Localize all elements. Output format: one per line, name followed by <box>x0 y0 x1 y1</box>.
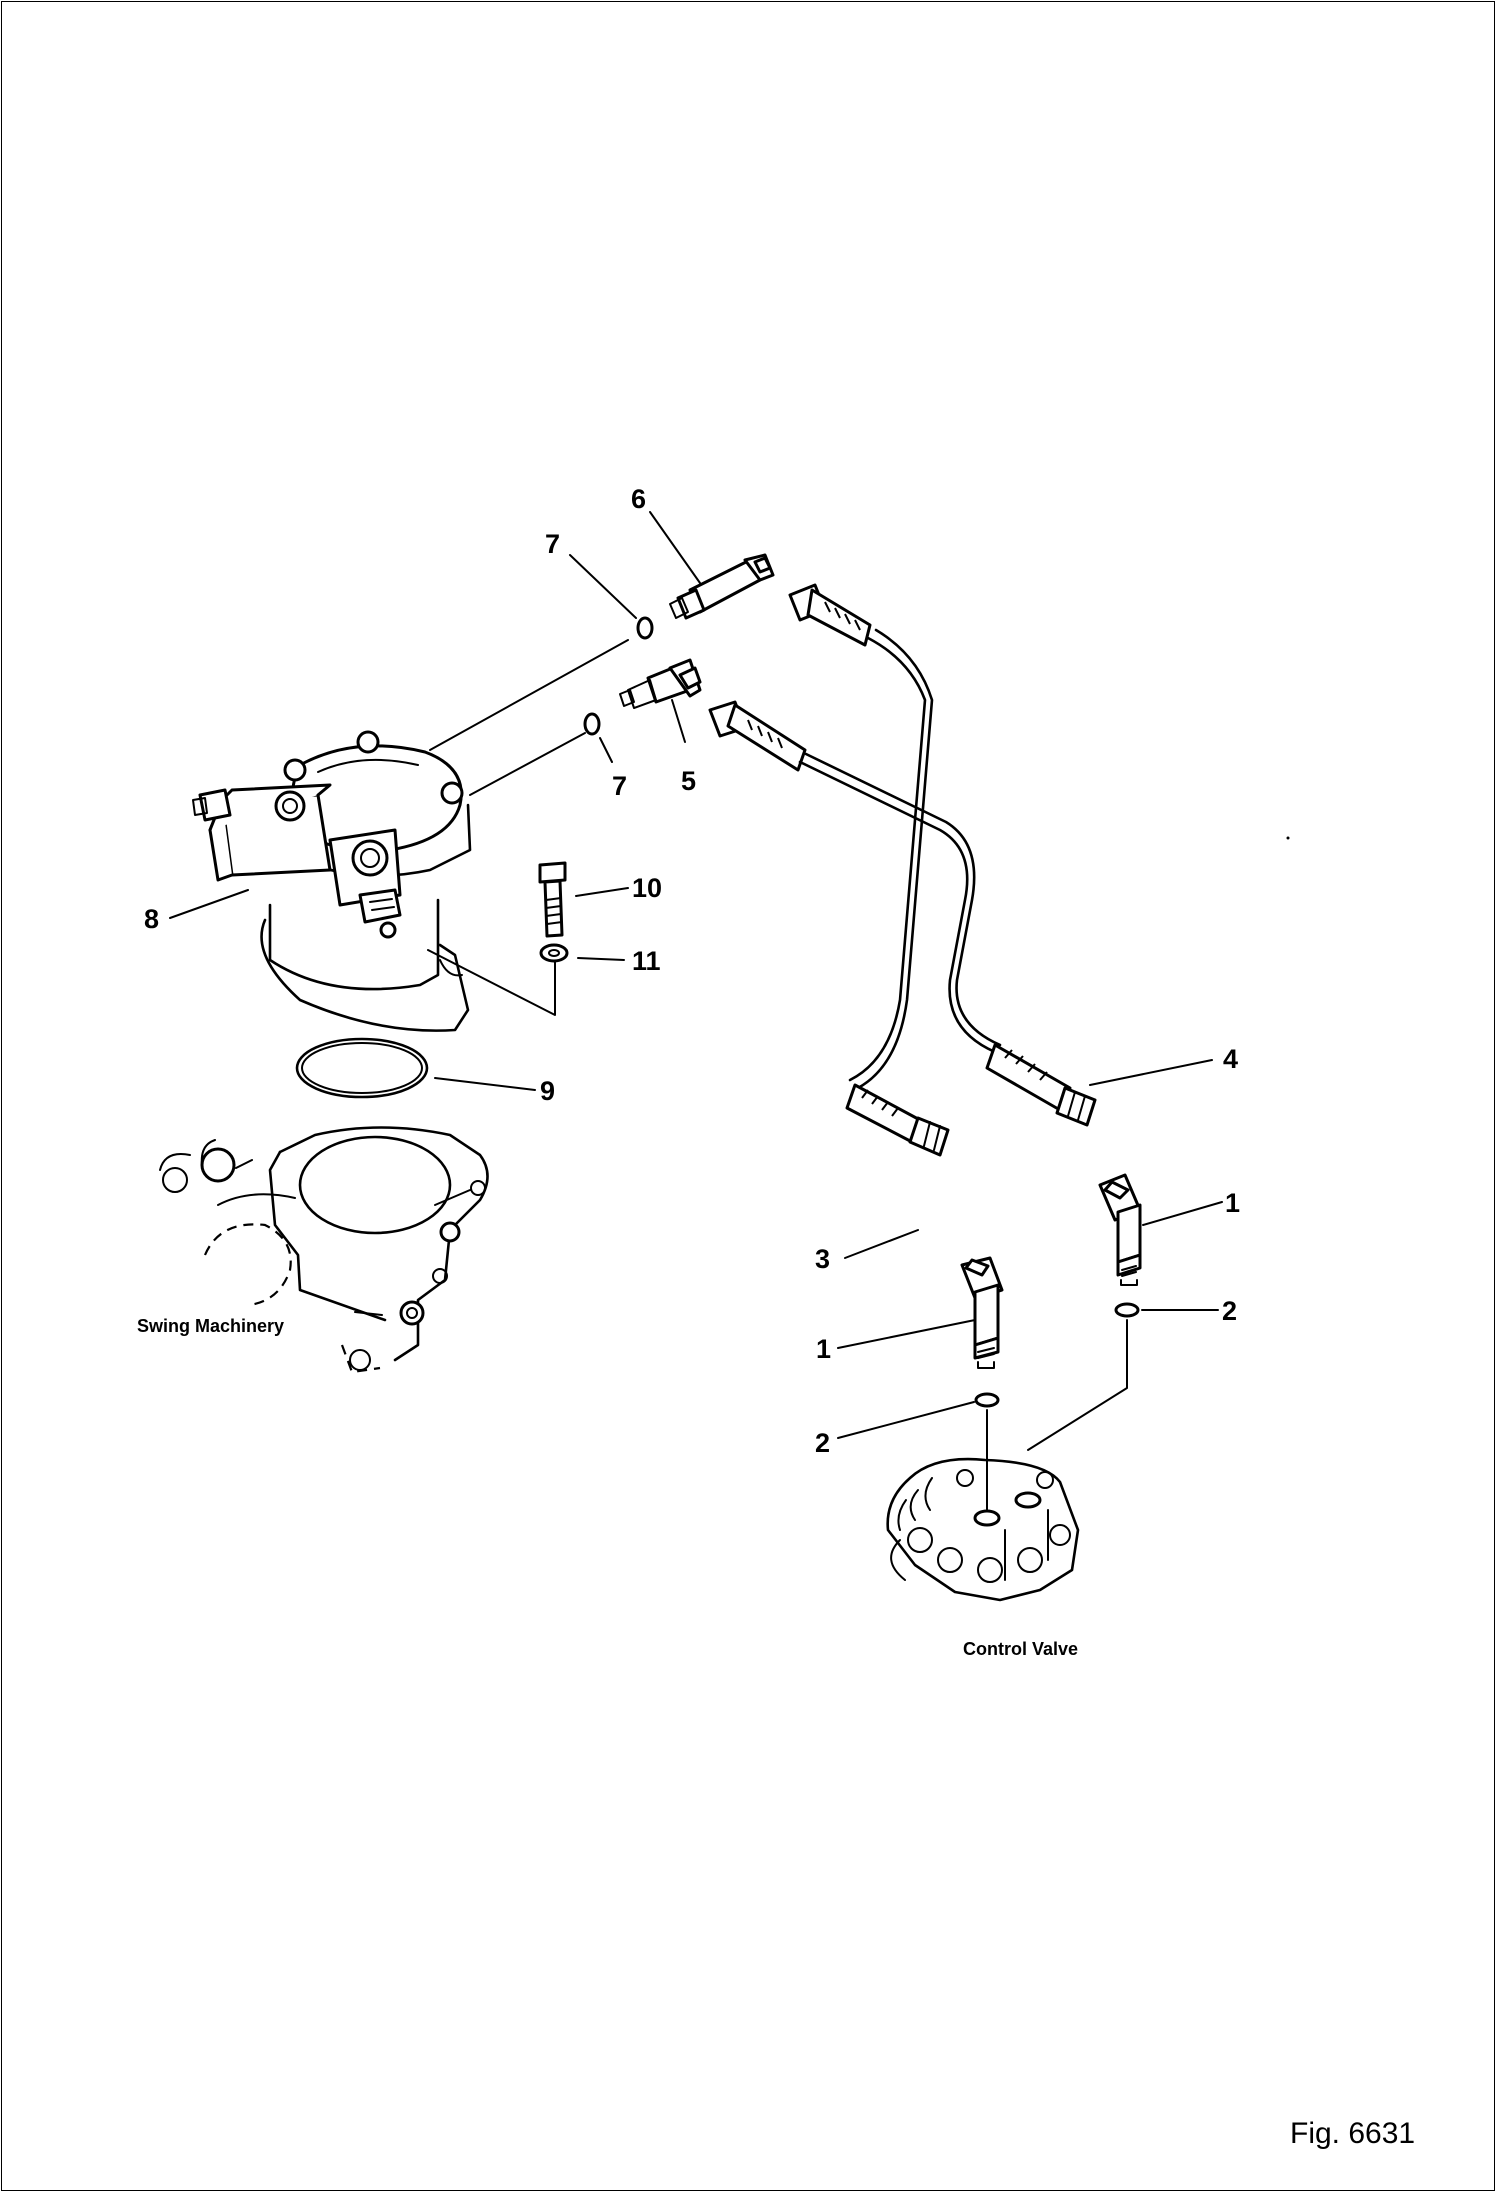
bolt-part-10 <box>538 861 567 938</box>
o-ring-part-7 <box>636 616 654 640</box>
swing-machinery <box>159 1126 489 1374</box>
elbow-fitting-part-5 <box>619 658 702 709</box>
o-ring-part-9 <box>295 1037 429 1099</box>
caption-swing-machinery: Swing Machinery <box>137 1316 284 1336</box>
callout-8: 8 <box>144 904 159 934</box>
callout-4: 4 <box>1223 1044 1238 1074</box>
callout-10: 10 <box>632 873 662 903</box>
callout-9: 9 <box>540 1076 555 1106</box>
callout-7: 7 <box>545 529 560 559</box>
bolt-icon <box>283 758 307 782</box>
callout-3: 3 <box>815 1244 830 1274</box>
hose-part-3 <box>788 583 950 1157</box>
o-ring-part-2-right <box>1114 1302 1140 1318</box>
callout-1: 1 <box>1225 1188 1240 1218</box>
control-valve <box>886 1457 1080 1602</box>
callout-11: 11 <box>632 946 661 976</box>
callout-1: 1 <box>816 1334 831 1364</box>
adapter-part-1-right <box>1098 1173 1142 1286</box>
o-ring-part-2-left <box>974 1392 1000 1408</box>
caption-control-valve: Control Valve <box>963 1639 1078 1659</box>
hose-part-4 <box>708 700 1097 1127</box>
figure-label: Fig. 6631 <box>1290 2117 1416 2150</box>
callout-6: 6 <box>631 484 646 514</box>
callout-7: 7 <box>612 771 627 801</box>
callout-5: 5 <box>681 766 696 796</box>
callout-2: 2 <box>1222 1296 1237 1326</box>
bolt-icon <box>440 781 464 805</box>
callout-2: 2 <box>815 1428 830 1458</box>
washer-part-11 <box>539 943 569 963</box>
elbow-fitting-part-6 <box>669 553 775 620</box>
bolt-icon <box>356 730 380 754</box>
o-ring-part-7 <box>583 712 601 736</box>
swing-motor-part-8 <box>192 730 472 1032</box>
adapter-part-1-left <box>960 1256 1004 1369</box>
